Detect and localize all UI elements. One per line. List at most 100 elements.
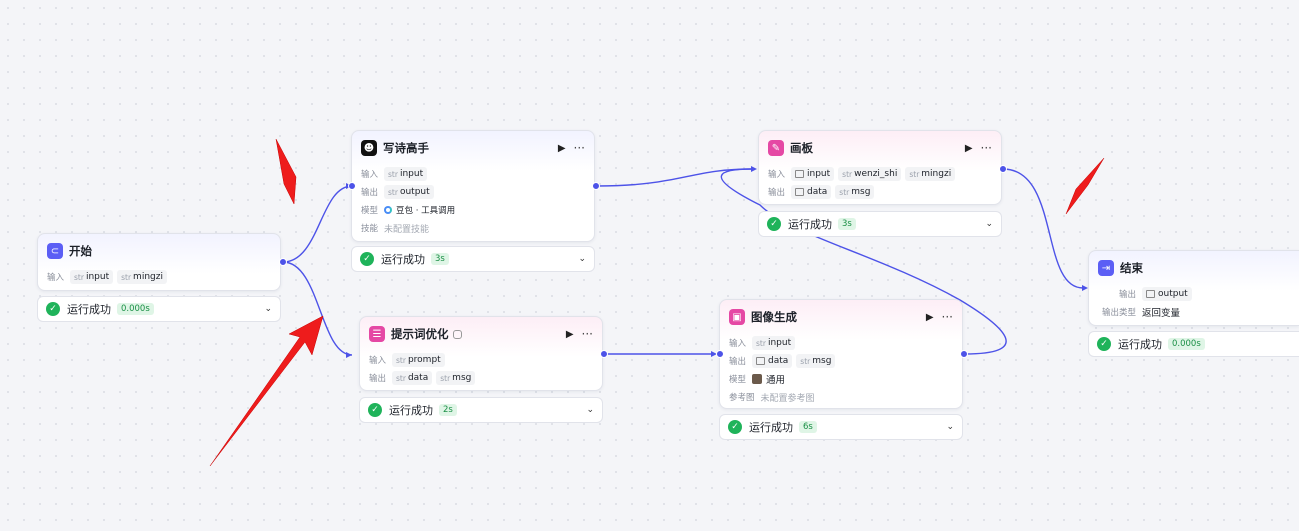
edge-start-prompt[interactable] <box>282 261 353 356</box>
output-type-row: 输出类型 返回变量 <box>1089 303 1299 321</box>
model-label: 模型 <box>729 375 747 385</box>
node-end[interactable]: ⇥ 结束 输出 output 输出类型 返回变量 <box>1088 250 1299 326</box>
more-icon[interactable]: ··· <box>980 141 992 155</box>
status-time: 0.000s <box>1168 338 1205 350</box>
output-label: 输出 <box>369 374 387 384</box>
success-check-icon: ✓ <box>46 302 60 316</box>
skill-value: 未配置技能 <box>384 224 430 235</box>
var-tag: data <box>791 185 832 199</box>
success-check-icon: ✓ <box>767 217 781 231</box>
status-end[interactable]: ✓ 运行成功 0.000s <box>1088 331 1299 357</box>
run-button[interactable]: ▶ <box>925 311 934 323</box>
more-icon[interactable]: ··· <box>581 327 593 341</box>
reference-row: 参考图 未配置参考图 <box>720 388 962 406</box>
output-label: 输出 <box>729 357 747 367</box>
node-header[interactable]: ⊂ 开始 <box>38 234 280 268</box>
var-tag: data <box>752 354 793 368</box>
chevron-down-icon[interactable]: ⌄ <box>264 304 272 314</box>
status-text: 运行成功 <box>381 253 425 266</box>
success-check-icon: ✓ <box>360 252 374 266</box>
run-button[interactable]: ▶ <box>565 328 574 340</box>
bot-icon: ☻ <box>361 140 377 156</box>
model-name: 通用 <box>766 375 786 386</box>
chevron-down-icon[interactable]: ⌄ <box>578 254 586 264</box>
output-port[interactable] <box>999 165 1007 173</box>
status-canvas[interactable]: ✓ 运行成功 3s ⌄ <box>758 211 1002 237</box>
output-port[interactable] <box>960 350 968 358</box>
end-icon: ⇥ <box>1098 260 1114 276</box>
status-text: 运行成功 <box>389 404 433 417</box>
chevron-down-icon[interactable]: ⌄ <box>985 219 993 229</box>
output-type-label: 输出类型 <box>1101 308 1136 318</box>
more-icon[interactable]: ··· <box>941 310 953 324</box>
input-label: 输入 <box>369 356 387 366</box>
edge-imagegen-canvas[interactable] <box>720 168 1007 355</box>
image-type-icon <box>795 170 805 178</box>
model-row: 模型 豆包 · 工具调用 <box>352 201 594 219</box>
annotation-arrow-2 <box>209 315 324 467</box>
run-button[interactable]: ▶ <box>964 142 973 154</box>
status-start[interactable]: ✓ 运行成功 0.000s ⌄ <box>37 296 281 322</box>
success-check-icon: ✓ <box>1097 337 1111 351</box>
reference-value: 未配置参考图 <box>760 393 815 404</box>
var-tag: input <box>791 167 835 181</box>
edge-start-poet[interactable] <box>282 185 353 263</box>
output-port[interactable] <box>600 350 608 358</box>
node-header[interactable]: ✎ 画板 ▶ ··· <box>759 131 1001 165</box>
node-header[interactable]: ☰ 提示词优化 ▶ ··· <box>360 317 602 351</box>
output-port[interactable] <box>592 182 600 190</box>
status-poet[interactable]: ✓ 运行成功 3s ⌄ <box>351 246 595 272</box>
more-icon[interactable]: ··· <box>573 141 585 155</box>
status-text: 运行成功 <box>1118 338 1162 351</box>
output-port[interactable] <box>279 258 287 266</box>
status-time: 0.000s <box>117 303 154 315</box>
reference-label: 参考图 <box>729 393 755 403</box>
output-label: 输出 <box>361 188 379 198</box>
node-title: 图像生成 <box>751 310 797 324</box>
output-type-value: 返回变量 <box>1142 308 1181 319</box>
image-type-icon <box>795 188 805 196</box>
skill-label: 技能 <box>361 224 379 234</box>
canvas-edit-icon: ✎ <box>768 140 784 156</box>
input-port[interactable] <box>348 182 356 190</box>
image-type-icon <box>756 357 766 365</box>
chevron-down-icon[interactable]: ⌄ <box>586 405 594 415</box>
input-port[interactable] <box>716 350 724 358</box>
node-header[interactable]: ⇥ 结束 <box>1089 251 1299 285</box>
status-image-generation[interactable]: ✓ 运行成功 6s ⌄ <box>719 414 963 440</box>
node-title: 画板 <box>790 141 813 155</box>
doubao-logo-icon <box>384 206 393 214</box>
run-button[interactable]: ▶ <box>557 142 566 154</box>
success-check-icon: ✓ <box>728 420 742 434</box>
status-prompt-optimize[interactable]: ✓ 运行成功 2s ⌄ <box>359 397 603 423</box>
edge-canvas-end[interactable] <box>1002 168 1084 289</box>
model-name: 豆包 · 工具调用 <box>396 206 456 216</box>
chevron-down-icon[interactable]: ⌄ <box>946 422 954 432</box>
success-check-icon: ✓ <box>368 403 382 417</box>
status-time: 2s <box>439 404 457 416</box>
status-text: 运行成功 <box>749 421 793 434</box>
node-title: 提示词优化 <box>391 327 449 341</box>
image-type-icon <box>1146 290 1155 298</box>
node-header[interactable]: ▣ 图像生成 ▶ ··· <box>720 300 962 334</box>
node-header[interactable]: ☻ 写诗高手 ▶ ··· <box>352 131 594 165</box>
start-icon: ⊂ <box>47 243 63 259</box>
edge-arrowhead <box>346 352 352 358</box>
model-row: 模型 通用 <box>720 370 962 388</box>
